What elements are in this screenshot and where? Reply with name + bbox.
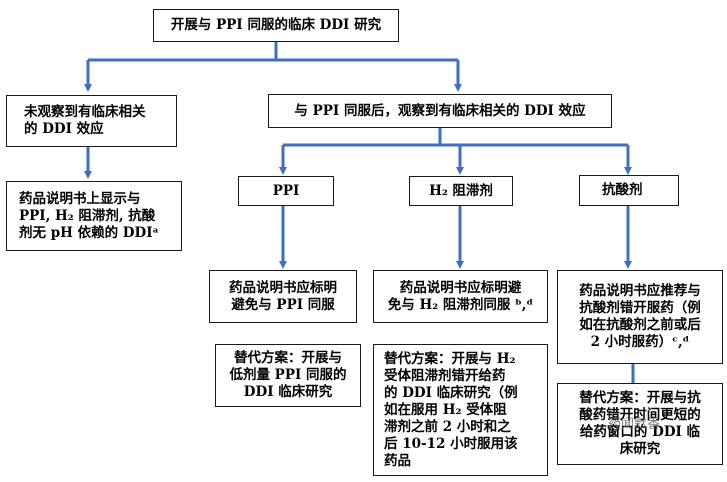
ppi-label-text: 药品说明书应标明 避免与 PPI 同服 bbox=[229, 279, 337, 313]
no-effect-label-text: 药品说明书上显示与 PPI, H₂ 阻滞剂, 抗酸 剂无 pH 依赖的 DDIᵃ bbox=[19, 190, 159, 241]
h2-node-text: H₂ 阻滞剂 bbox=[429, 182, 493, 199]
antacid-node-text: 抗酸剂 bbox=[602, 182, 643, 198]
no-effect-node: 未观察到有临床相关 的 DDI 效应 bbox=[6, 95, 177, 147]
no-effect-node-text: 未观察到有临床相关 的 DDI 效应 bbox=[24, 104, 146, 137]
effect-node-text: 与 PPI 同服后，观察到有临床相关的 DDI 效应 bbox=[294, 102, 586, 119]
antacid-alt-text: 替代方案：开展与抗 酸药错开时间更短的 给药窗口的 DDI 临 床研究 bbox=[579, 390, 701, 457]
h2-alt-text: 替代方案：开展与 H₂ 受体阻滞剂错开给药 的 DDI 临床研究（例 如在服用 … bbox=[384, 350, 518, 469]
antacid-node: 抗酸剂 bbox=[579, 175, 679, 206]
antacid-alt-node: 替代方案：开展与抗 酸药错开时间更短的 给药窗口的 DDI 临 床研究 bbox=[557, 383, 723, 465]
root-node: 开展与 PPI 同服的临床 DDI 研究 bbox=[153, 9, 399, 42]
effect-node: 与 PPI 同服后，观察到有临床相关的 DDI 效应 bbox=[268, 94, 612, 128]
no-effect-label-node: 药品说明书上显示与 PPI, H₂ 阻滞剂, 抗酸 剂无 pH 依赖的 DDIᵃ bbox=[6, 181, 182, 251]
ppi-node-text: PPI bbox=[272, 182, 300, 199]
h2-alt-node: 替代方案：开展与 H₂ 受体阻滞剂错开给药 的 DDI 临床研究（例 如在服用 … bbox=[373, 344, 548, 476]
h2-label-text: 药品说明书应标明避 免与 H₂ 阻滞剂同服 ᵇ,ᵈ bbox=[387, 279, 534, 313]
ppi-label-node: 药品说明书应标明 避免与 PPI 同服 bbox=[209, 270, 357, 323]
h2-label-node: 药品说明书应标明避 免与 H₂ 阻滞剂同服 ᵇ,ᵈ bbox=[373, 270, 548, 323]
ppi-alt-text: 替代方案：开展与 低剂量 PPI 同服的 DDI 临床研究 bbox=[229, 350, 347, 400]
watermark: 药闻默香 bbox=[608, 417, 661, 432]
root-node-text: 开展与 PPI 同服的临床 DDI 研究 bbox=[170, 17, 382, 33]
antacid-label-node: 药品说明书应推荐与 抗酸剂错开服药（例 如在抗酸剂之前或后 2 小时服药）ᶜ,ᵈ bbox=[557, 270, 723, 364]
h2-node: H₂ 阻滞剂 bbox=[409, 176, 513, 206]
ppi-node: PPI bbox=[238, 176, 334, 206]
antacid-label-text: 药品说明书应推荐与 抗酸剂错开服药（例 如在抗酸剂之前或后 2 小时服药）ᶜ,ᵈ bbox=[579, 283, 701, 350]
ppi-alt-node: 替代方案：开展与 低剂量 PPI 同服的 DDI 临床研究 bbox=[215, 344, 361, 407]
